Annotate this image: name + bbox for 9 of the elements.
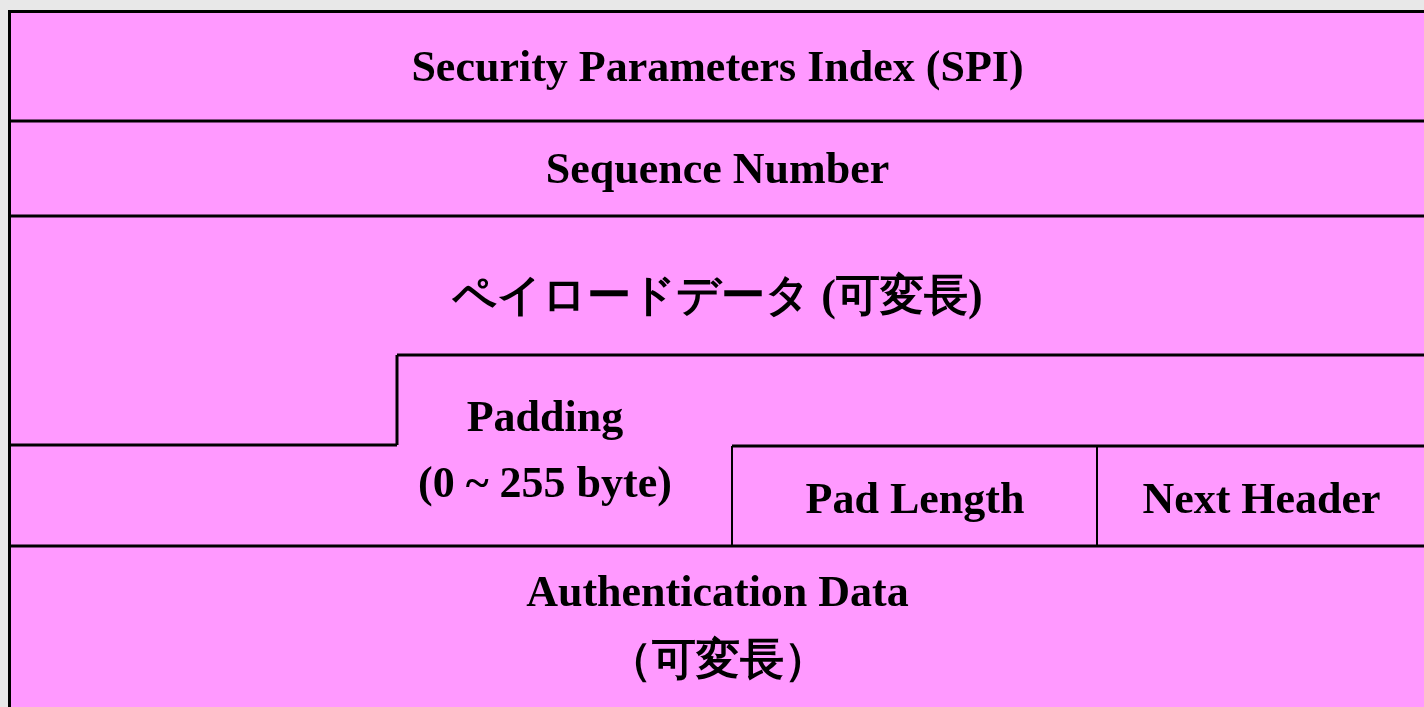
field-label: Sequence Number	[545, 144, 890, 194]
field-label: (0 ~ 255 byte)	[418, 457, 672, 509]
field-label: Authentication Data	[526, 566, 909, 618]
field-label: Padding	[466, 391, 624, 443]
field-label: ペイロードデータ (可変長)	[452, 271, 983, 321]
field-label: Pad Length	[805, 474, 1025, 524]
field-label: Security Parameters Index (SPI)	[411, 41, 1024, 92]
field-label: Next Header	[1142, 474, 1381, 524]
field-label: （可変長）	[607, 634, 828, 686]
